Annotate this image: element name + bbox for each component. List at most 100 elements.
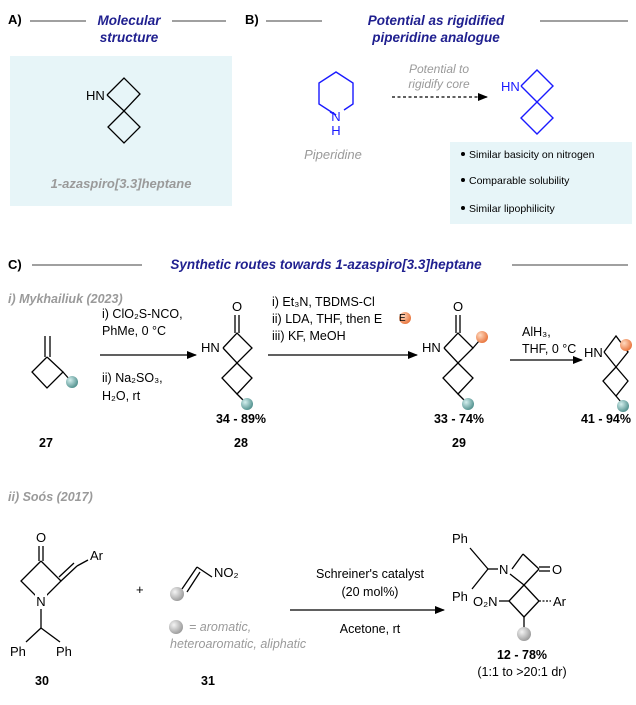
route-ii-title: ii) Soós (2017) [8,490,93,504]
arrow-label-line2: rigidify core [408,77,470,91]
panel-b-label: B) [245,12,259,27]
co-spiro-bond [523,568,540,586]
electrophile-symbol: E [399,313,406,324]
azetidinone-ring-28 [222,332,253,364]
n-ch2-bond [511,553,524,570]
bond-ar [76,559,89,567]
exo-alkene-bond-a [60,565,78,582]
conditions-line1: Schreiner's catalyst [316,567,425,581]
grey-substituent [517,627,531,641]
arrow-label-line1: Potential to [409,62,469,76]
blue-cyclobutane-ring [520,101,554,135]
compound-30: O N Ar Ph Ph [10,530,104,659]
step1-bottom-line2: H₂O, rt [102,389,141,403]
atom-hn-final: HN [584,345,603,360]
blue-azaspiroheptane-structure: HN [501,69,554,135]
carbonyl-o-29: O [453,299,463,314]
panel-b: B) Potential as rigidified piperidine an… [245,12,632,224]
azetidinone-ring-29 [443,332,474,364]
orange-substituent [620,339,632,351]
compound-28-yield: 34 - 89% [216,412,266,426]
atom-n-30: N [36,594,45,609]
bond-orange-29 [472,340,480,349]
panel-a-title-line2: structure [100,30,159,45]
ph-label-30a: Ph [10,644,26,659]
panel-a: A) Molecular structure HN 1-azaspiro[3.3… [8,12,232,206]
compound-28-number: 28 [234,436,248,450]
teal-substituent [617,400,629,412]
compound-28: O HN [201,299,253,410]
plus-sign: + [136,582,144,597]
route-mykhailiuk: i) Mykhailiuk (2023) 27 i) ClO₂S-NCO, Ph… [8,292,632,450]
c-no2-bond [196,566,213,578]
compound-30-number: 30 [35,674,49,688]
panel-c-title: Synthetic routes towards 1-azaspiro[3.3]… [170,257,482,272]
piperidine-h: H [331,123,340,138]
ph-ch-bond-1 [469,547,489,570]
bullet [461,152,465,156]
properties-list: Similar basicity on nitrogen Comparable … [461,149,595,215]
step1-bottom-line1: ii) Na₂SO₃, [102,371,163,385]
legend-line1: = aromatic, [189,620,251,634]
carbonyl-o-30: O [36,530,46,545]
o2n-label-product: O₂N [473,594,498,609]
conditions-line3: Acetone, rt [340,622,401,636]
product-yield: 12 - 78% [497,648,547,662]
panel-a-title-line1: Molecular [97,13,161,28]
cyclobutane-ring-27 [31,356,64,389]
step1-top-line1: i) ClO₂S-NCO, [102,307,183,321]
panel-c-label: C) [8,257,22,272]
alkene-bond-b [186,571,201,593]
compound-27-number: 27 [39,436,53,450]
piperidine-structure: N H [318,71,354,138]
spiro-n-bond [509,573,525,586]
property-1: Similar basicity on nitrogen [469,149,595,161]
piperidine-label: Piperidine [304,147,362,162]
legend-line2: heteroaromatic, aliphatic [170,637,307,651]
atom-hn-29: HN [422,340,441,355]
panel-b-title-line2: piperidine analogue [371,30,500,45]
piperidine-ring [318,71,354,116]
ar-label-30: Ar [90,548,104,563]
panel-b-title-line1: Potential as rigidified [368,13,505,28]
alkene-bond-a [181,566,198,590]
bullet [461,178,465,182]
compound-31: NO₂ [170,565,239,601]
step3-line2: THF, 0 °C [522,342,576,356]
step1-top-line2: PhMe, 0 °C [102,324,166,338]
cyclobutane-ring-product [508,584,540,618]
compound-29-number: 29 [452,436,466,450]
compound-31-number: 31 [201,674,215,688]
teal-substituent [462,398,474,410]
cyclobutane-ring [107,110,141,144]
compound-27 [31,336,78,389]
bullet [461,206,465,210]
exo-alkene-bond-b [58,562,75,578]
compound-29-yield: 33 - 74% [434,412,484,426]
properties-box [450,142,632,224]
route-i-title: i) Mykhailiuk (2023) [8,292,123,306]
compound-29: O HN [422,299,488,410]
grey-substituent [170,587,184,601]
teal-substituent [241,398,253,410]
cyclobutane-ring-29 [442,362,474,395]
atom-n-product: N [499,562,508,577]
azetidine-ring [106,77,141,112]
carbonyl-o-product: O [552,562,562,577]
product-dr: (1:1 to >20:1 dr) [477,665,566,679]
ch-ph-bond-2 [40,627,61,643]
property-2: Comparable solubility [469,175,570,187]
step2-line3: iii) KF, MeOH [272,329,346,343]
orange-substituent [476,331,488,343]
grey-substituent-legend-icon [169,620,183,634]
piperidine-bond-n [329,111,337,116]
no2-label-31: NO₂ [214,565,239,580]
blue-atom-hn: HN [501,79,520,94]
ph-label-p2: Ph [452,589,468,604]
cyclobutane-ring-final [602,366,629,398]
ph-ch-bond-2 [471,568,489,590]
final-yield: 41 - 94% [581,412,631,426]
conditions-line2: (20 mol%) [342,585,399,599]
step3-line1: AlH₃, [522,325,551,339]
